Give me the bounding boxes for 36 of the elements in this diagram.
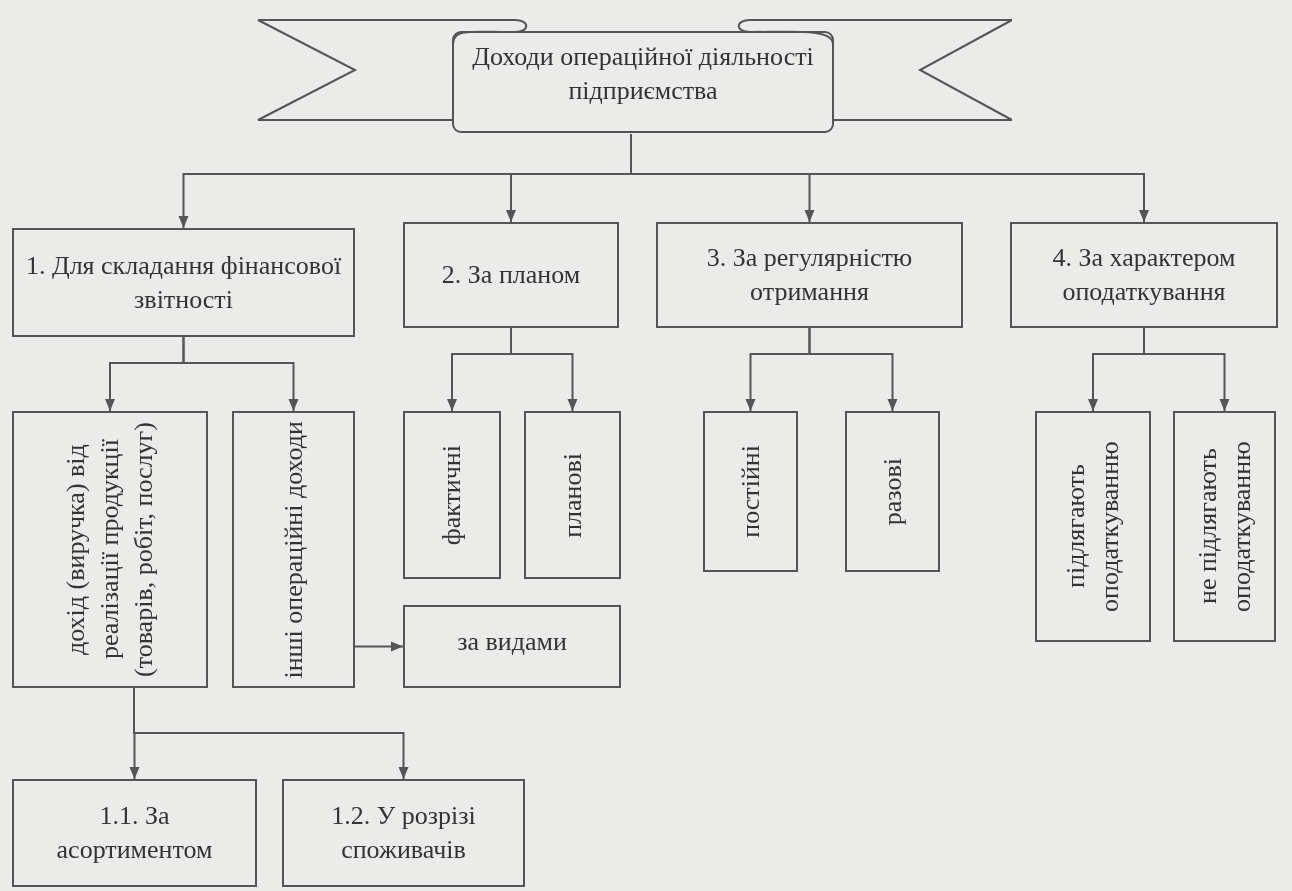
box-label: планові bbox=[556, 452, 588, 538]
box-label: 1.1. За асортиментом bbox=[55, 800, 214, 866]
box-label: дохід (виручка) від реалізації продукції (товарів, робіт, послуг) bbox=[60, 421, 159, 679]
arrow bbox=[510, 327, 578, 412]
process-box bbox=[524, 411, 621, 579]
arrow bbox=[182, 336, 299, 412]
box-label: підлягають оподаткуванню bbox=[1060, 440, 1125, 614]
arrow bbox=[354, 641, 404, 652]
box-label: 4. За характером оподаткування bbox=[1051, 242, 1237, 308]
box-label: 3. За регулярністю отримання bbox=[705, 242, 914, 308]
arrow bbox=[133, 687, 409, 780]
arrow bbox=[808, 327, 898, 412]
process-box bbox=[403, 222, 619, 328]
process-box bbox=[1010, 222, 1278, 328]
process-box bbox=[1173, 411, 1276, 642]
box-label: постійні bbox=[734, 445, 766, 538]
process-box bbox=[12, 411, 208, 688]
process-box bbox=[656, 222, 963, 328]
box-label: не підлягають оподаткуванню bbox=[1191, 440, 1257, 614]
box-label: фактичні bbox=[436, 444, 468, 546]
process-box bbox=[232, 411, 355, 688]
process-box bbox=[403, 605, 621, 688]
process-box bbox=[703, 411, 798, 572]
box-label: за видами bbox=[457, 626, 567, 658]
title-label: Доходи операційної діяльності підприємства bbox=[471, 41, 815, 107]
box-label: 1. Для складання фінансової звітності bbox=[24, 249, 343, 316]
box-label: 1.2. У розрізі споживачів bbox=[330, 800, 477, 866]
process-box bbox=[403, 411, 501, 579]
process-box bbox=[12, 779, 257, 887]
process-box bbox=[282, 779, 525, 887]
box-label: 2. За планом bbox=[441, 259, 581, 292]
process-box bbox=[845, 411, 940, 572]
box-label: інші операційні доходи bbox=[277, 420, 309, 679]
process-box bbox=[12, 228, 355, 337]
process-box bbox=[1035, 411, 1151, 642]
box-label: разові bbox=[876, 457, 908, 526]
